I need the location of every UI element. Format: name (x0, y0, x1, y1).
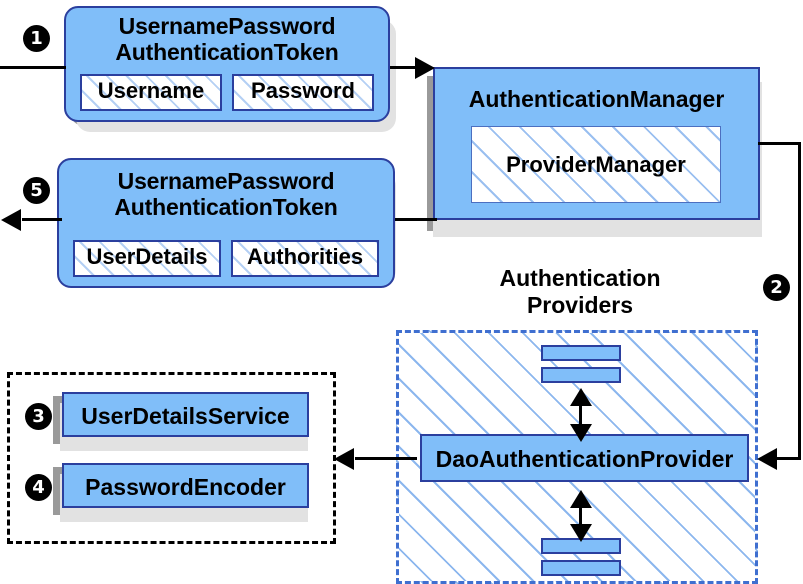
connector-dao-to-dependencies (355, 457, 417, 460)
request-token-title-line2: AuthenticationToken (115, 39, 339, 65)
provider-placeholder-bar-top-2 (541, 367, 621, 383)
providers-caption-line1: Authentication (499, 265, 661, 291)
response-token-title-line2: AuthenticationToken (114, 194, 338, 220)
user-details-service-label: UserDetailsService (81, 403, 290, 429)
connector-right-vertical (798, 142, 801, 459)
request-token-field-username: Username (80, 74, 222, 111)
providers-caption-line2: Providers (526, 292, 634, 318)
response-token-title-line1: UsernamePassword (117, 168, 335, 194)
arrow-token-to-manager (415, 57, 435, 79)
connector-provider-chain-bottom (579, 494, 582, 532)
arrow-response-outgoing (1, 209, 21, 231)
password-encoder-box[interactable]: PasswordEncoder (62, 463, 309, 508)
step-badge-1: 1 (23, 25, 50, 52)
request-token-fields: Username Password (80, 74, 374, 111)
connector-response-outgoing (22, 218, 62, 221)
connector-token-to-manager (390, 66, 422, 69)
connector-manager-to-response-token (395, 218, 437, 221)
authentication-manager-title: AuthenticationManager (468, 86, 725, 112)
arrow-provider-chain-top-down (570, 424, 592, 442)
step-badge-3: 3 (25, 403, 52, 430)
step-badge-4: 4 (25, 474, 52, 501)
arrow-provider-chain-bottom-up (570, 490, 592, 508)
step-badge-5: 5 (23, 177, 50, 204)
request-token-title-line1: UsernamePassword (118, 13, 336, 39)
password-encoder-label: PasswordEncoder (85, 474, 286, 500)
response-token-field-userdetails: UserDetails (73, 240, 221, 277)
arrow-into-dao-provider (757, 448, 777, 470)
provider-placeholder-bar-bottom-2 (541, 560, 621, 576)
user-details-service-box[interactable]: UserDetailsService (62, 392, 309, 437)
connector-provider-chain-top (579, 392, 582, 432)
connector-incoming-request (0, 66, 66, 69)
connector-into-dao-provider (769, 457, 801, 460)
dao-authentication-provider-label: DaoAuthenticationProvider (435, 446, 734, 472)
request-token-field-password: Password (232, 74, 374, 111)
dao-authentication-provider-box[interactable]: DaoAuthenticationProvider (420, 434, 749, 482)
request-token-box[interactable]: UsernamePassword AuthenticationToken Use… (64, 6, 390, 122)
response-token-field-authorities: Authorities (231, 240, 379, 277)
arrow-provider-chain-top-up (570, 388, 592, 406)
provider-placeholder-bar-top-1 (541, 345, 621, 361)
connector-manager-right (758, 142, 801, 145)
provider-manager-box[interactable]: ProviderManager (471, 126, 721, 203)
response-token-box[interactable]: UsernamePassword AuthenticationToken Use… (57, 158, 395, 288)
response-token-fields: UserDetails Authorities (73, 240, 379, 277)
step-badge-2: 2 (763, 274, 790, 301)
arrow-provider-chain-bottom-down (570, 524, 592, 542)
arrow-dao-to-dependencies (334, 448, 354, 470)
